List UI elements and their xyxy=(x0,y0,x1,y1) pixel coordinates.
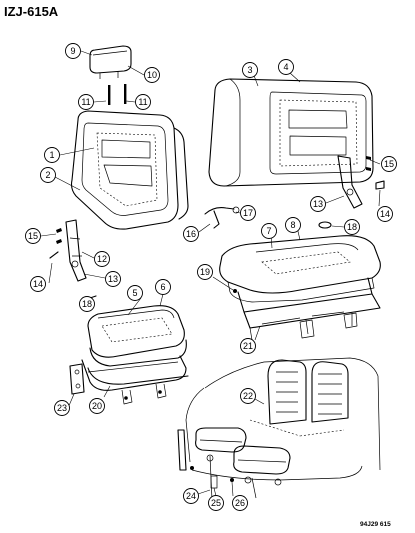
callout-4: 4 xyxy=(278,59,294,75)
figure-code: 94J29 615 xyxy=(360,521,391,528)
washer xyxy=(318,221,332,229)
svg-text:15: 15 xyxy=(384,159,394,169)
callout-16: 16 xyxy=(183,226,199,242)
svg-text:24: 24 xyxy=(186,491,196,501)
rear-seat-frame xyxy=(233,277,381,341)
callout-12: 12 xyxy=(94,251,110,267)
svg-text:15: 15 xyxy=(28,231,38,241)
callout-14-left: 14 xyxy=(30,276,46,292)
svg-text:1: 1 xyxy=(49,150,54,160)
callout-15-left: 15 xyxy=(25,228,41,244)
svg-text:26: 26 xyxy=(235,498,245,508)
diagram-title: IZJ-615A xyxy=(4,4,59,19)
headrest xyxy=(89,45,132,79)
callout-13-left: 13 xyxy=(105,271,121,287)
svg-text:21: 21 xyxy=(243,341,253,351)
callout-10: 10 xyxy=(144,67,160,83)
svg-text:5: 5 xyxy=(132,288,137,298)
svg-text:14: 14 xyxy=(33,279,43,289)
svg-text:18: 18 xyxy=(82,299,92,309)
callout-25: 25 xyxy=(208,495,224,511)
callout-24: 24 xyxy=(183,488,199,504)
callout-8: 8 xyxy=(285,217,301,233)
callout-18-left: 18 xyxy=(79,296,95,312)
front-seat-cushion xyxy=(87,305,187,367)
svg-text:18: 18 xyxy=(347,222,357,232)
callout-1: 1 xyxy=(44,147,60,163)
rear-seat-back xyxy=(208,78,374,187)
callout-17: 17 xyxy=(240,205,256,221)
svg-text:3: 3 xyxy=(247,65,252,75)
callout-21: 21 xyxy=(240,338,256,354)
callout-3: 3 xyxy=(242,62,258,78)
front-seat-frame xyxy=(81,355,189,405)
vehicle-interior-inset xyxy=(177,357,381,501)
callout-6: 6 xyxy=(155,279,171,295)
svg-text:11: 11 xyxy=(138,97,147,107)
callout-18-right: 18 xyxy=(344,219,360,235)
svg-text:16: 16 xyxy=(186,229,196,239)
seat-latch-strap xyxy=(204,206,240,229)
mounting-bracket xyxy=(69,363,85,395)
callout-5: 5 xyxy=(127,285,143,301)
rear-seat-cushion xyxy=(219,235,381,303)
callout-15-right: 15 xyxy=(381,156,397,172)
callout-9: 9 xyxy=(65,43,81,59)
svg-text:2: 2 xyxy=(45,170,50,180)
svg-text:11: 11 xyxy=(81,97,90,107)
svg-text:6: 6 xyxy=(160,282,165,292)
callout-19: 19 xyxy=(197,264,213,280)
callout-7: 7 xyxy=(261,223,277,239)
svg-text:20: 20 xyxy=(92,401,102,411)
callout-13-right: 13 xyxy=(310,196,326,212)
svg-text:14: 14 xyxy=(380,209,390,219)
callout-11-right: 11 xyxy=(135,94,151,110)
rear-seat-back-hinge xyxy=(337,155,385,209)
svg-text:17: 17 xyxy=(243,208,253,218)
callout-2: 2 xyxy=(40,167,56,183)
svg-text:25: 25 xyxy=(211,498,221,508)
front-seat-back-hinge xyxy=(49,219,87,282)
callout-26: 26 xyxy=(232,495,248,511)
svg-text:23: 23 xyxy=(57,403,67,413)
front-seat-back xyxy=(70,110,189,230)
callout-11-left: 11 xyxy=(78,94,94,110)
svg-text:8: 8 xyxy=(290,220,295,230)
svg-text:19: 19 xyxy=(200,267,210,277)
svg-text:7: 7 xyxy=(266,226,271,236)
svg-text:22: 22 xyxy=(243,391,253,401)
svg-text:10: 10 xyxy=(147,70,157,80)
callout-14-right: 14 xyxy=(377,206,393,222)
callout-22: 22 xyxy=(240,388,256,404)
svg-text:9: 9 xyxy=(70,46,75,56)
svg-text:4: 4 xyxy=(283,62,288,72)
callout-20: 20 xyxy=(89,398,105,414)
callout-23: 23 xyxy=(54,400,70,416)
headrest-guide-pins xyxy=(108,84,127,105)
svg-text:13: 13 xyxy=(108,274,118,284)
svg-text:13: 13 xyxy=(313,199,323,209)
svg-text:12: 12 xyxy=(97,254,107,264)
